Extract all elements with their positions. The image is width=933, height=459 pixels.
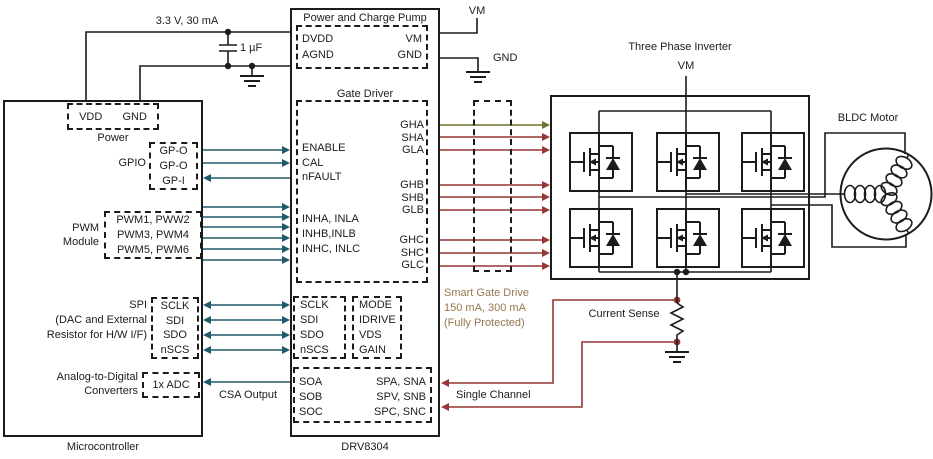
rail-voltage-label: 3.3 V, 30 mA	[155, 15, 219, 27]
pin-sdi: SDI	[300, 314, 319, 327]
pin-sdo: SDO	[300, 328, 324, 341]
vm-label: VM	[468, 5, 486, 17]
pin-vds: VDS	[359, 328, 382, 341]
pin-pwm34: PWM3, PWM4	[116, 228, 190, 241]
inverter-block	[550, 95, 810, 280]
drv8304-block	[290, 8, 440, 437]
pin-nscs: nSCS	[160, 343, 190, 356]
inverter-vm-label: VM	[677, 60, 695, 72]
mcu-gpio-pins: GP-O GP-O GP-I	[149, 142, 198, 190]
drv8304-title: DRV8304	[341, 441, 389, 453]
current-sense-signals	[447, 299, 677, 408]
pin-idrive: IDRIVE	[359, 314, 396, 327]
bldc-motor-symbol	[839, 147, 933, 241]
drv-gate-driver-pins	[296, 100, 428, 283]
bldc-motor-title: BLDC Motor	[837, 112, 899, 124]
smart-gate-drive-outline	[473, 100, 512, 272]
drv-spi-pins: SCLK SDI SDO nSCS	[293, 296, 346, 359]
mcu-spi-pins: SCLK SDI SDO nSCS	[151, 297, 199, 359]
drv-config-pins: MODE IDRIVE VDS GAIN	[352, 296, 402, 359]
mcu-power-pins: VDD GND	[67, 103, 159, 130]
pin-gain: GAIN	[359, 343, 386, 356]
power-section-label: Power	[97, 132, 129, 144]
pump-title: Power and Charge Pump	[303, 12, 427, 24]
pin-gp-o-1: GP-O	[159, 145, 188, 158]
pin-sdo: SDO	[163, 329, 187, 342]
gate-drive-signals	[440, 121, 550, 270]
capacitor-label: 1 µF	[240, 42, 263, 54]
microcontroller-title: Microcontroller	[66, 441, 140, 453]
current-sense-label: Current Sense	[588, 308, 660, 320]
mcu-pwm-pins: PWM1, PWW2 PWM3, PWM4 PWM5, PWM6	[104, 211, 202, 259]
mcu-drv-signals	[203, 149, 290, 383]
gate-driver-title: Gate Driver	[336, 88, 394, 100]
microcontroller-block	[3, 100, 203, 437]
pin-gp-o-2: GP-O	[159, 159, 188, 172]
single-channel-label: Single Channel	[456, 389, 531, 401]
mcu-adc-pin: 1x ADC	[142, 372, 200, 398]
pin-1x-adc: 1x ADC	[152, 379, 190, 391]
pin-mode: MODE	[359, 299, 392, 312]
pin-gnd: GND	[122, 110, 147, 123]
pin-pwm56: PWM5, PWM6	[116, 243, 190, 256]
gnd-label: GND	[493, 52, 518, 64]
supply-wires	[85, 18, 479, 100]
drv-pump-pins	[296, 25, 428, 69]
pin-pwm12: PWM1, PWW2	[116, 214, 190, 227]
gpio-section-label: GPIO	[118, 157, 146, 169]
pin-sclk: SCLK	[300, 299, 329, 312]
pin-gp-i: GP-I	[162, 174, 185, 187]
csa-output-label: CSA Output	[218, 389, 278, 401]
drv-csa-pins	[293, 367, 432, 423]
pin-vdd: VDD	[79, 110, 103, 123]
inverter-title: Three Phase Inverter	[628, 41, 732, 53]
pin-sdi: SDI	[165, 314, 185, 327]
pin-nscs: nSCS	[300, 343, 329, 356]
pin-sclk: SCLK	[160, 300, 190, 313]
